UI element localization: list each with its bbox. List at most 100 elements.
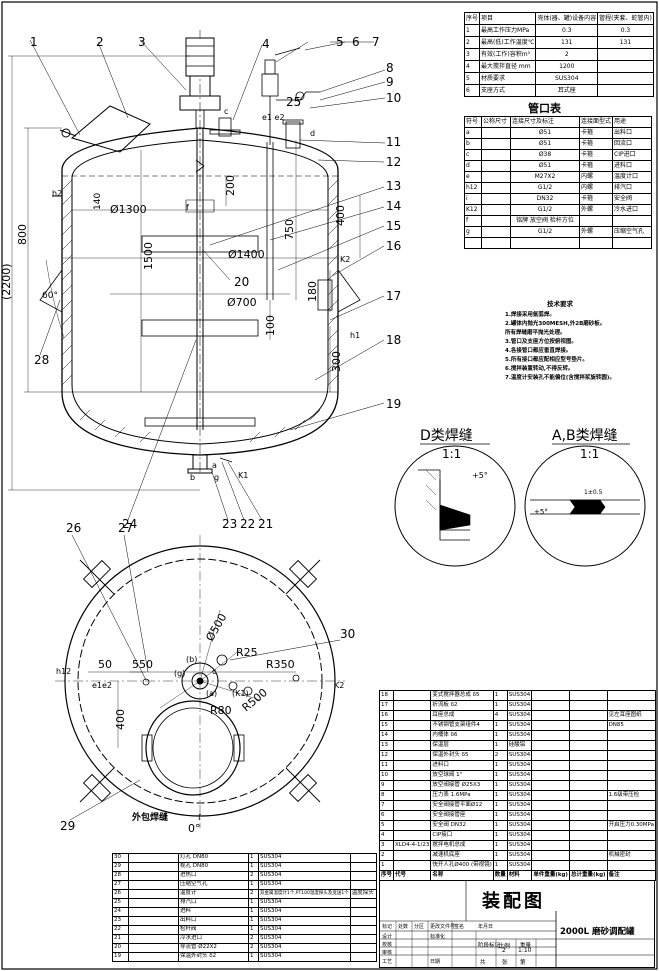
table-cell: 搅拌电机总成 (430, 840, 494, 851)
dim-p400: 400 (114, 709, 127, 730)
table-cell (531, 730, 570, 741)
mark-plan-g: (g) (174, 669, 185, 678)
port-table-title: 管口表 (528, 102, 561, 115)
table-cell: SUS304 (506, 790, 533, 801)
tb-of: 第 (520, 960, 526, 966)
table-cell (568, 700, 608, 711)
table-cell (531, 820, 570, 831)
table-cell (510, 237, 580, 249)
table-cell (531, 810, 570, 821)
table-cell (568, 770, 608, 781)
table-cell: 1 (492, 760, 508, 771)
table-cell: 冷水进口 (612, 204, 652, 216)
callout-11: 11 (386, 135, 401, 149)
table-cell: 名称 (430, 870, 494, 881)
table-cell: 快开人孔Ø400 (带视镜) (430, 860, 494, 871)
table-cell: SUS304 (506, 730, 533, 741)
table-cell: 单件重量(kg) (531, 870, 570, 881)
impeller-lower (141, 319, 259, 337)
table-cell (349, 907, 378, 917)
tb-sign: 签名 (454, 924, 465, 930)
table-cell (568, 840, 608, 851)
table-cell: 保温层 (430, 740, 494, 751)
table-cell: a (464, 127, 482, 139)
table-cell (393, 860, 432, 871)
table-cell: 卡箍 (578, 149, 614, 161)
table-cell (393, 760, 432, 771)
table-cell (568, 810, 608, 821)
table-cell: 2 (535, 48, 599, 61)
table-cell: 导流管 Ø22X2 (178, 943, 249, 953)
table-cell: Ø51 (510, 127, 580, 139)
table-cell (393, 850, 432, 861)
table-cell: 安全阀接管座 (430, 810, 494, 821)
table-cell (349, 925, 378, 935)
table-cell (481, 127, 511, 139)
table-cell (128, 889, 179, 899)
table-cell (531, 700, 570, 711)
table-cell: 26 (112, 889, 129, 899)
dim-h750: 750 (283, 219, 296, 240)
table-cell: 1 (492, 790, 508, 801)
table-cell: DN32 (510, 193, 580, 205)
table-cell: 安全阀 (612, 193, 652, 205)
table-cell (568, 730, 608, 741)
table-cell: 5 (463, 72, 481, 85)
callout-6: 6 (352, 35, 360, 49)
table-cell (531, 740, 570, 751)
port-row (464, 237, 652, 249)
table-cell: 不锈钢管支架组件4 (430, 720, 494, 731)
weld-d-title: D类焊缝 (420, 428, 473, 444)
table-cell (349, 853, 378, 863)
callout-19: 19 (386, 397, 401, 411)
tb-designer: 设计 (382, 934, 393, 940)
callout-21: 21 (258, 517, 273, 531)
table-cell: 耳座总成 (430, 710, 494, 721)
weld-d-angle: +5° (472, 471, 488, 480)
table-cell: 变式搅拌器总成 δ5 (430, 690, 494, 701)
table-cell (597, 48, 654, 61)
weld-bead-ab (569, 499, 606, 515)
table-cell: 30 (112, 853, 129, 863)
table-cell (606, 700, 657, 711)
table-cell: SUS304 (506, 720, 533, 731)
table-cell: 数量 (492, 870, 508, 881)
table-cell: 温度探头 (349, 889, 378, 899)
table-cell (568, 720, 608, 731)
plan-view (55, 534, 345, 828)
callout-12: 12 (386, 155, 401, 169)
table-cell (481, 138, 511, 150)
table-cell (568, 850, 608, 861)
table-cell: 2 (492, 750, 508, 761)
impeller-bottom (144, 417, 256, 427)
callout-5: 5 (336, 35, 344, 49)
table-cell (481, 160, 511, 172)
stage-label: 阶段标记 (478, 943, 501, 949)
table-cell: SUS304 (535, 72, 599, 85)
callout-4: 4 (262, 37, 270, 51)
table-cell (349, 916, 378, 926)
dim-h200: 200 (224, 175, 237, 196)
table-cell: 1 (248, 925, 259, 935)
callout-9: 9 (386, 75, 394, 89)
table-cell (597, 72, 654, 85)
table-cell: SUS304 (258, 853, 351, 863)
table-cell (568, 830, 608, 841)
table-cell (568, 860, 608, 871)
table-cell (393, 790, 432, 801)
table-cell: 22 (112, 925, 129, 935)
